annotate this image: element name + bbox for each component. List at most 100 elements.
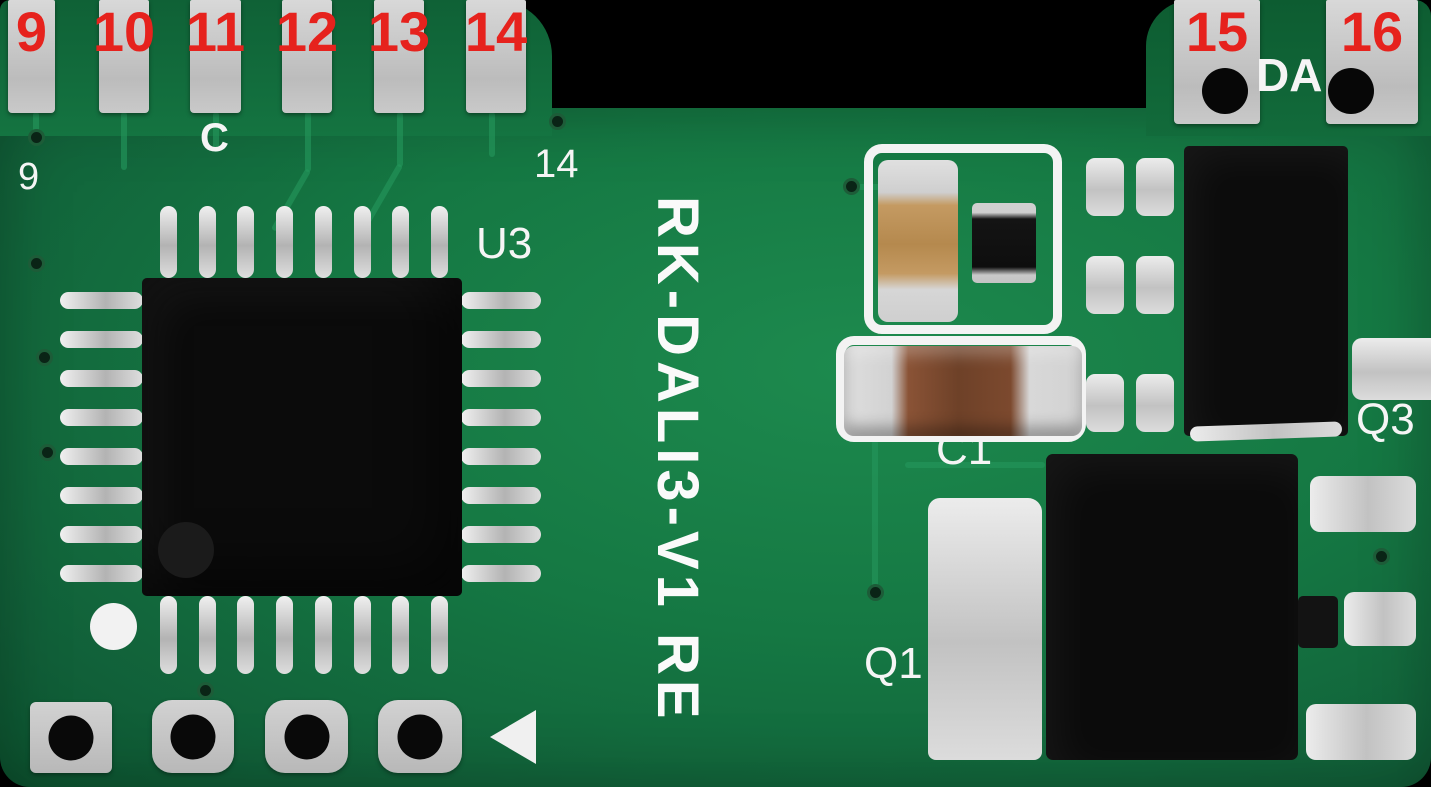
- silkscreen-board-title: RK-DALI3-V1 RE: [645, 196, 710, 724]
- ic-pin: [60, 292, 143, 309]
- drill-hole: [1373, 548, 1390, 565]
- copper-trace: [489, 112, 495, 157]
- drill-hole: [867, 584, 884, 601]
- bottom-pad-2: [152, 700, 234, 773]
- pad-through-hole: [1202, 68, 1248, 114]
- ic-pin: [237, 596, 255, 674]
- ic-pin: [461, 331, 541, 348]
- edge-pad-11: 11: [186, 0, 245, 113]
- ic-pin: [276, 596, 294, 674]
- edge-pad-12: 12: [276, 0, 338, 113]
- drill-hole: [28, 255, 45, 272]
- ic-pin: [430, 206, 448, 278]
- drill-hole: [36, 349, 53, 366]
- copper-trace: [121, 112, 127, 170]
- edge-pad-13: 13: [368, 0, 430, 113]
- u3-ic-body: [142, 278, 462, 596]
- ic-pin: [461, 526, 541, 543]
- copper-trace: [33, 112, 39, 132]
- pad-number-11: 11: [185, 0, 246, 63]
- ic-pin: [60, 331, 143, 348]
- ic-pin: [461, 292, 541, 309]
- silkscreen-c-label: C: [200, 116, 229, 160]
- copper-trace: [305, 112, 311, 172]
- ic-pin: [461, 409, 541, 426]
- copper-trace: [905, 462, 1045, 468]
- transistor-q1-body: [1046, 454, 1298, 760]
- silkscreen-q1-label: Q1: [864, 639, 923, 688]
- ic-pin: [314, 206, 332, 278]
- solder-pad: [1086, 158, 1124, 216]
- ic-pin: [461, 487, 541, 504]
- u3-pins-left: [60, 292, 143, 582]
- drill-hole: [843, 178, 860, 195]
- u3-pins-top: [160, 206, 448, 278]
- q1-heatsink-pad: [928, 498, 1042, 760]
- ic-pin: [60, 526, 143, 543]
- pad-number-9: 9: [15, 0, 48, 63]
- ic-pin: [461, 370, 541, 387]
- q3-tab-pad: [1352, 338, 1431, 400]
- edge-pad-14: 14: [465, 0, 527, 113]
- silkscreen-u3-label: U3: [476, 219, 533, 268]
- pad-number-12: 12: [275, 0, 339, 63]
- u3-pins-right: [461, 292, 541, 582]
- ic-pin: [160, 596, 177, 674]
- ic-pin: [60, 409, 143, 426]
- solder-pad: [1136, 158, 1174, 216]
- solder-pad-pair: [1086, 374, 1174, 432]
- edge-pad-16: 16: [1326, 0, 1418, 124]
- solder-pad: [1136, 256, 1174, 314]
- silkscreen-arrow-icon: [490, 710, 536, 764]
- edge-pad-15: 15: [1174, 0, 1260, 124]
- transistor-q3-body: [1184, 146, 1348, 436]
- u3-pins-bottom: [160, 596, 448, 674]
- copper-trace: [397, 112, 403, 167]
- q1-lead-pad: [1310, 476, 1416, 532]
- drill-hole: [28, 129, 45, 146]
- silkscreen-q3-label: Q3: [1356, 395, 1415, 444]
- drill-hole: [197, 682, 214, 699]
- pad-number-13: 13: [367, 0, 431, 63]
- ic-pin: [276, 206, 294, 278]
- solder-pad: [1086, 256, 1124, 314]
- ic-pin: [314, 596, 332, 674]
- copper-trace: [858, 184, 888, 190]
- silkscreen-pin14-label: 14: [534, 142, 579, 186]
- pad-through-hole: [397, 714, 443, 759]
- ic-pin: [60, 370, 143, 387]
- pad-number-15: 15: [1185, 0, 1249, 63]
- capacitor-c1: [844, 346, 1082, 436]
- capacitor-tan: [878, 160, 958, 322]
- pad-through-hole: [1328, 68, 1374, 114]
- q1-lead: [1298, 596, 1338, 648]
- solder-pad-pair: [1086, 256, 1174, 314]
- ic-pin: [392, 596, 410, 674]
- ic-pin: [461, 565, 541, 582]
- pcb-board-tab-left: [0, 0, 552, 136]
- silkscreen-da-label: DA: [1256, 49, 1323, 101]
- ic-pin: [353, 596, 371, 674]
- drill-hole: [549, 113, 566, 130]
- ic-pin: [461, 448, 541, 465]
- silkscreen-pin9-label: 9: [18, 156, 40, 198]
- u3-pin1-dot: [158, 522, 214, 578]
- copper-trace: [872, 440, 878, 590]
- ic-pin: [160, 206, 177, 278]
- ic-pin: [237, 206, 255, 278]
- edge-pad-10: 10: [93, 0, 155, 113]
- small-black-component: [972, 203, 1036, 283]
- pad-through-hole: [284, 714, 329, 759]
- pad-number-10: 10: [92, 0, 156, 63]
- bottom-pad-3: [265, 700, 348, 773]
- drill-hole: [39, 444, 56, 461]
- q1-lead-pad: [1306, 704, 1416, 760]
- q1-lead-pad: [1344, 592, 1416, 646]
- copper-trace: [213, 112, 219, 152]
- bottom-pad-1: [30, 702, 112, 773]
- bottom-pad-4: [378, 700, 462, 773]
- solder-pad: [1086, 374, 1124, 432]
- pad-through-hole: [170, 714, 216, 759]
- ic-pin: [353, 206, 371, 278]
